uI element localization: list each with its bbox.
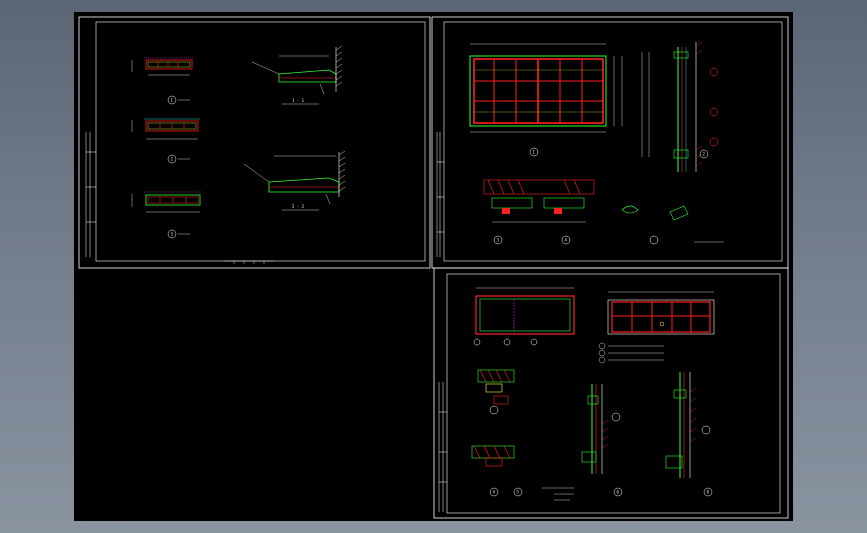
s2-window-elevation[interactable]: 1 xyxy=(469,43,623,157)
s2-detail-marker-1 xyxy=(529,147,539,157)
s3-detail-5[interactable]: 4 5 xyxy=(471,445,523,497)
s2-sill-details[interactable]: 3 4 xyxy=(483,179,724,245)
s2-vertical-section[interactable]: 2 xyxy=(641,41,719,172)
sheet-2[interactable]: 1 2 xyxy=(431,16,789,269)
sheet-3[interactable]: 4 5 6 xyxy=(433,267,789,519)
cad-model-space[interactable]: 1 2 3 xyxy=(74,12,793,521)
s3-detail-number-6: 6 xyxy=(617,490,620,495)
s2-detail-number-2: 2 xyxy=(703,152,706,157)
s3-detail-4[interactable] xyxy=(477,369,515,415)
s1-section-2-2[interactable]: 2 - 2 xyxy=(243,150,346,211)
sheet-2-title-strip xyxy=(436,132,444,257)
s2-detail-number-3: 3 xyxy=(497,238,500,243)
s1-section-1-1-title: 1 - 1 xyxy=(292,98,305,103)
s3-section-a[interactable]: 6 xyxy=(581,384,623,497)
s2-detail-number-1: 1 xyxy=(533,150,536,155)
s3-window-elevation[interactable] xyxy=(607,291,715,335)
s3-detail-number-4: 4 xyxy=(493,490,496,495)
s1-section-2-2-title: 2 - 2 xyxy=(292,204,305,209)
s3-section-b[interactable]: 8 xyxy=(665,372,713,497)
sheet-1[interactable]: 1 2 3 xyxy=(78,16,431,269)
sheet-1-title-strip xyxy=(85,132,96,257)
s3-legend xyxy=(598,342,664,364)
s2-detail-marker-2 xyxy=(699,149,709,159)
s1-detail-marker-1 xyxy=(167,95,177,105)
s2-detail-number-4: 4 xyxy=(565,238,568,243)
s3-detail-number-8: 8 xyxy=(707,490,710,495)
s1-detail-1[interactable]: 1 xyxy=(131,57,194,105)
s3-notes xyxy=(542,487,574,501)
s1-detail-2[interactable]: 2 xyxy=(131,118,200,164)
s3-detail-number-5: 5 xyxy=(517,490,520,495)
s1-detail-number-3: 3 xyxy=(171,232,174,237)
s1-detail-3[interactable]: 3 xyxy=(131,191,202,239)
sheet-3-title-strip xyxy=(438,382,447,512)
s1-detail-number-2: 2 xyxy=(171,157,174,162)
sheet-1-bottom-ruler xyxy=(224,260,274,264)
s1-detail-marker-3 xyxy=(167,229,177,239)
s1-detail-marker-2 xyxy=(167,154,177,164)
s1-detail-number-1: 1 xyxy=(171,98,174,103)
s1-section-1-1[interactable]: 1 - 1 xyxy=(251,45,343,105)
s3-door-elevation[interactable] xyxy=(473,287,575,346)
